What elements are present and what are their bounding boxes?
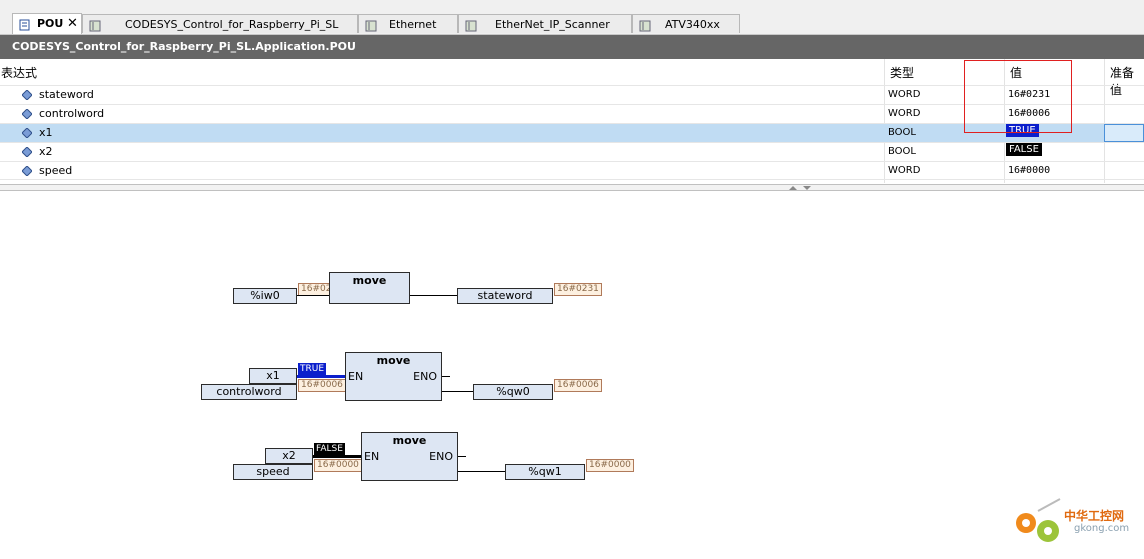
variable-icon — [21, 165, 33, 177]
move-block[interactable]: move EN ENO — [361, 432, 458, 481]
pou-path-title: CODESYS_Control_for_Raspberry_Pi_SL.Appl… — [0, 35, 1144, 59]
tab-label: EtherNet_IP_Scanner — [495, 18, 610, 31]
row-value: 16#0000 — [1008, 165, 1051, 176]
wire-true — [297, 375, 346, 378]
input-variable[interactable]: %iw0 — [233, 288, 297, 304]
tab-ethernet[interactable]: Ethernet — [358, 14, 458, 33]
wire — [442, 376, 450, 377]
tab-label: ATV340xx — [665, 18, 720, 31]
variable-icon — [21, 127, 33, 139]
close-icon[interactable]: ✕ — [67, 16, 78, 31]
en-pin: EN — [348, 370, 364, 383]
wire — [442, 391, 474, 392]
row-type: WORD — [888, 89, 921, 100]
watermark-url: gkong.com — [1074, 523, 1130, 534]
row-value: 16#0231 — [1008, 89, 1051, 100]
row-expression: controlword — [39, 107, 105, 120]
header-type[interactable]: 类型 — [890, 66, 915, 80]
block-title: move — [376, 354, 411, 367]
variable-icon — [21, 146, 33, 158]
watch-row[interactable]: controlword WORD 16#0006 — [0, 104, 1144, 123]
monitor-true: TRUE — [298, 363, 327, 376]
output-variable[interactable]: %qw1 — [505, 464, 585, 480]
wire — [297, 295, 330, 296]
en-pin: EN — [364, 450, 380, 463]
tab-label: Ethernet — [389, 18, 437, 31]
wire — [410, 295, 458, 296]
prepared-value-cell[interactable] — [1104, 124, 1144, 142]
eno-pin: ENO — [429, 450, 453, 463]
row-value-false: FALSE — [1006, 143, 1042, 156]
row-value-true: TRUE — [1006, 124, 1039, 137]
monitor-value: 16#0000 — [586, 459, 634, 472]
device-icon — [365, 19, 377, 32]
row-type: BOOL — [888, 127, 916, 138]
watermark-title: 中华工控网 — [1064, 509, 1125, 523]
move-block[interactable]: move EN ENO — [345, 352, 442, 401]
row-expression: stateword — [39, 88, 94, 101]
splitter-handle[interactable] — [0, 184, 1144, 191]
device-icon — [89, 19, 101, 32]
monitor-value: 16#0000 — [314, 459, 362, 472]
block-title: move — [392, 434, 427, 447]
tab-device[interactable]: CODESYS_Control_for_Raspberry_Pi_SL — [82, 14, 358, 33]
row-expression: x2 — [39, 145, 53, 158]
row-value: 16#0006 — [1008, 108, 1051, 119]
eno-pin: ENO — [413, 370, 437, 383]
tab-atv340[interactable]: ATV340xx — [632, 14, 740, 33]
variable-icon — [21, 108, 33, 120]
en-variable[interactable]: x1 — [249, 368, 297, 384]
editor-tab-bar: POU ✕ CODESYS_Control_for_Raspberry_Pi_S… — [0, 0, 1144, 35]
column-divider — [1004, 59, 1005, 183]
column-divider — [1104, 59, 1105, 183]
tab-ethernet-ip-scanner[interactable]: EtherNet_IP_Scanner — [458, 14, 632, 33]
watch-row-selected[interactable]: x1 BOOL TRUE — [0, 123, 1144, 142]
input-variable[interactable]: controlword — [201, 384, 297, 400]
watch-header: 表达式 类型 值 准备值 — [0, 59, 1144, 97]
wire-false — [313, 455, 362, 458]
tab-pou[interactable]: POU ✕ — [12, 13, 82, 34]
output-variable[interactable]: stateword — [457, 288, 553, 304]
en-variable[interactable]: x2 — [265, 448, 313, 464]
monitor-false: FALSE — [314, 443, 345, 456]
monitor-value: 16#0006 — [554, 379, 602, 392]
row-type: WORD — [888, 108, 921, 119]
tab-label: CODESYS_Control_for_Raspberry_Pi_SL — [125, 18, 339, 31]
row-type: BOOL — [888, 146, 916, 157]
pou-icon — [19, 18, 31, 31]
header-value[interactable]: 值 — [1010, 66, 1023, 80]
tab-label: POU — [37, 17, 64, 30]
block-title: move — [352, 274, 387, 287]
wire — [458, 471, 506, 472]
collapse-arrows-icon[interactable] — [786, 185, 816, 191]
watch-row[interactable]: speed WORD 16#0000 — [0, 161, 1144, 180]
wire — [458, 456, 466, 457]
row-type: WORD — [888, 165, 921, 176]
device-icon — [639, 19, 651, 32]
gear-icon — [1016, 498, 1061, 542]
move-block[interactable]: move — [329, 272, 410, 304]
watch-row[interactable]: stateword WORD 16#0231 — [0, 85, 1144, 104]
watch-row[interactable]: x2 BOOL FALSE — [0, 142, 1144, 161]
device-icon — [465, 19, 477, 32]
variable-icon — [21, 89, 33, 101]
header-expression[interactable]: 表达式 — [1, 66, 38, 80]
monitor-value: 16#0231 — [554, 283, 602, 296]
column-divider — [884, 59, 885, 183]
watch-table: 表达式 类型 值 准备值 stateword WORD 16#0231 cont… — [0, 59, 1144, 187]
row-expression: speed — [39, 164, 73, 177]
output-variable[interactable]: %qw0 — [473, 384, 553, 400]
row-expression: x1 — [39, 126, 53, 139]
gkong-watermark-logo: 中华工控网 gkong.com — [1008, 497, 1144, 549]
monitor-value: 16#0006 — [298, 379, 346, 392]
input-variable[interactable]: speed — [233, 464, 313, 480]
header-prepared-value[interactable]: 准备值 — [1110, 66, 1135, 97]
